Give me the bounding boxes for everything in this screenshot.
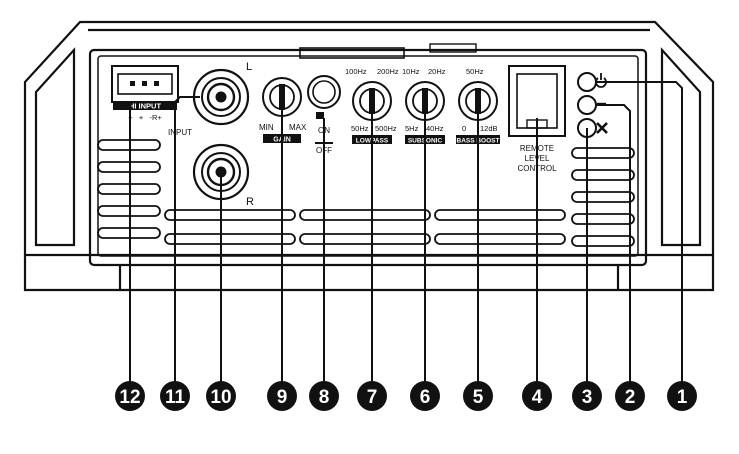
bass-boost-0-label: 0 <box>462 124 466 133</box>
lowpass-100hz-label: 100Hz <box>345 67 367 76</box>
lowpass-200hz-label: 200Hz <box>377 67 399 76</box>
rca-left-label: L <box>246 61 252 73</box>
callout-1-label: 1 <box>677 387 688 408</box>
subsonic-20hz-label: 20Hz <box>428 67 446 76</box>
callout-10-label: 10 <box>210 387 231 408</box>
lowpass-500hz-label: 500Hz <box>375 124 397 133</box>
callout-11-label: 11 <box>165 387 186 408</box>
power-icon <box>595 73 607 88</box>
callout-3: 3 <box>572 381 602 411</box>
callout-1: 1 <box>667 381 697 411</box>
callout-9-label: 9 <box>277 387 288 408</box>
callout-11: 11 <box>160 381 190 411</box>
callout-2: 2 <box>615 381 645 411</box>
right-side-bracket <box>660 47 702 247</box>
callout-12: 12 <box>115 381 145 411</box>
subsonic-40hz-label: 40Hz <box>426 124 444 133</box>
rca-left-input <box>192 68 250 126</box>
x-icon <box>596 122 608 134</box>
subsonic-10hz-label: 10Hz <box>402 67 420 76</box>
callout-7: 7 <box>357 381 387 411</box>
callout-8-label: 8 <box>319 387 330 408</box>
bass-boost-50hz-label: 50Hz <box>466 67 484 76</box>
callout-list: 12 11 10 9 8 7 6 5 <box>115 381 697 411</box>
leader-lines <box>129 81 683 383</box>
power-led <box>577 72 597 92</box>
callout-6-label: 6 <box>420 387 431 408</box>
bass-boost-12db-label: 12dB <box>480 124 498 133</box>
gain-min-label: MIN <box>259 123 274 132</box>
lowpass-50hz-label: 50Hz <box>351 124 369 133</box>
face-plate-inner <box>97 55 639 257</box>
callout-6: 6 <box>410 381 440 411</box>
cooling-slots <box>97 139 635 247</box>
callout-7-label: 7 <box>367 387 378 408</box>
minus-led <box>577 95 597 115</box>
hi-input-pins-label: + + -R+ <box>128 113 162 122</box>
subsonic-5hz-label: 5Hz <box>405 124 419 133</box>
input-label: INPUT <box>168 128 192 137</box>
callout-2-label: 2 <box>625 387 636 408</box>
hi-input-label: HI INPUT <box>129 102 162 111</box>
gain-max-label: MAX <box>289 123 307 132</box>
callout-3-label: 3 <box>582 387 593 408</box>
hi-input-connector: HI INPUT + + -R+ <box>111 65 179 122</box>
rca-right-label: R <box>246 196 254 208</box>
left-side-bracket <box>34 47 76 247</box>
callout-5-label: 5 <box>473 387 484 408</box>
callout-5: 5 <box>463 381 493 411</box>
housing-base <box>23 255 715 292</box>
callout-4-label: 4 <box>532 387 543 408</box>
callout-12-label: 12 <box>119 387 140 408</box>
face-plate <box>88 48 648 267</box>
callout-4: 4 <box>522 381 552 411</box>
callout-10: 10 <box>206 381 236 411</box>
callout-8: 8 <box>309 381 339 411</box>
callout-9: 9 <box>267 381 297 411</box>
